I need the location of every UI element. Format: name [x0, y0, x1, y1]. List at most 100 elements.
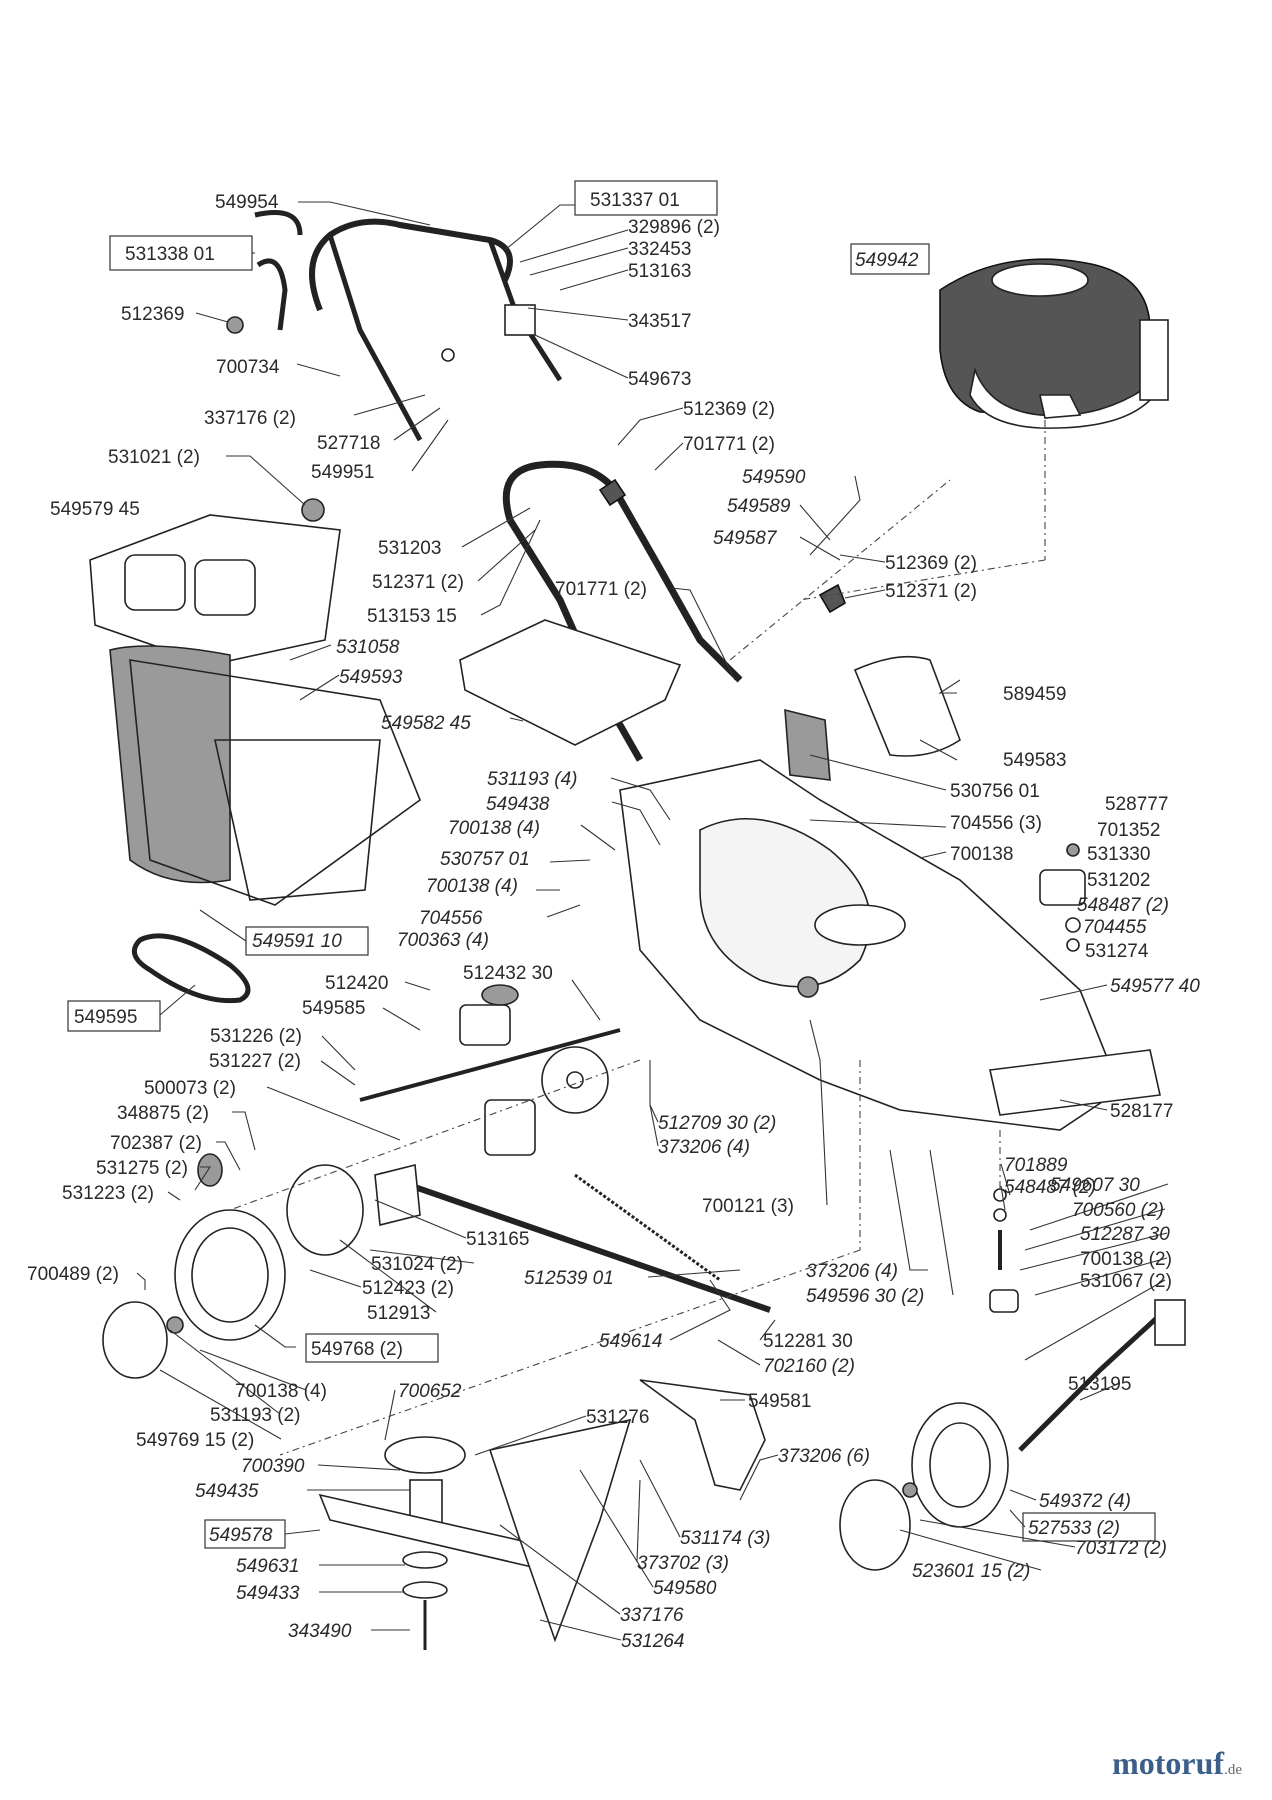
part-number-label: 701352 [1097, 820, 1160, 841]
part-number-label: 531264 [621, 1631, 684, 1652]
lower-handle-part [301, 460, 846, 762]
part-number-label: 549435 [195, 1481, 259, 1502]
part-number-label: 549593 [339, 667, 403, 688]
part-number-label: 530756 01 [950, 781, 1040, 802]
part-number-label: 513195 [1068, 1374, 1131, 1395]
part-labels: 549954 531337 01 329896 (2) 332453 53133… [27, 190, 1200, 1652]
assembly-lines [229, 420, 1046, 1456]
part-number-label: 343490 [288, 1621, 352, 1642]
part-number-label: 549580 [653, 1578, 717, 1599]
part-number-label: 337176 (2) [204, 408, 296, 429]
part-number-label: 500073 (2) [144, 1078, 236, 1099]
part-number-label: 512420 [325, 973, 388, 994]
part-number-label: 700652 [398, 1381, 462, 1402]
part-number-label: 549578 [209, 1525, 273, 1546]
label-boxes [67, 180, 1156, 1549]
part-number-label: 549942 [855, 250, 919, 271]
part-number-label: 373206 (4) [658, 1137, 750, 1158]
part-number-label: 531024 (2) [371, 1254, 463, 1275]
part-number-label: 700560 (2) [1072, 1200, 1164, 1221]
watermark-suffix: .de [1224, 1762, 1242, 1778]
part-number-label: 704556 [419, 908, 483, 929]
rear-wheel-part [102, 1153, 364, 1379]
part-number-label: 548487 (2) [1004, 1177, 1096, 1198]
part-number-label: 523601 15 (2) [912, 1561, 1030, 1582]
part-number-label: 531021 (2) [108, 447, 200, 468]
part-number-label: 513153 15 [367, 606, 457, 627]
part-number-label: 337176 [620, 1605, 684, 1626]
part-number-label: 549607 30 [1050, 1175, 1140, 1196]
part-number-label: 512371 (2) [372, 572, 464, 593]
part-number-label: 700138 (2) [1080, 1249, 1172, 1270]
upper-handle-part [226, 210, 563, 442]
part-number-label: 549583 [1003, 750, 1066, 771]
part-number-label: 701771 (2) [683, 434, 775, 455]
part-number-label: 549579 45 [50, 499, 140, 520]
part-number-label: 549587 [713, 528, 778, 549]
part-number-label: 531067 (2) [1080, 1271, 1172, 1292]
part-number-label: 549768 (2) [311, 1339, 403, 1360]
height-adjuster-part [1039, 843, 1086, 952]
part-number-label: 704556 (3) [950, 813, 1042, 834]
part-number-label: 549590 [742, 467, 806, 488]
catcher-lid-part [89, 514, 341, 666]
part-number-label: 531193 (4) [487, 769, 578, 790]
part-number-label: 700363 (4) [397, 930, 489, 951]
blade-assembly-part [318, 1436, 547, 1650]
part-number-label: 548487 (2) [1077, 895, 1169, 916]
part-number-label: 704455 [1083, 917, 1147, 938]
part-number-label: 531193 (2) [210, 1405, 301, 1426]
part-number-label: 701771 (2) [555, 579, 647, 600]
part-number-label: 531276 [586, 1407, 649, 1428]
part-number-label: 700390 [241, 1456, 305, 1477]
part-number-label: 549577 40 [1110, 976, 1200, 997]
part-number-label: 531338 01 [125, 244, 215, 265]
part-number-label: 549951 [311, 462, 374, 483]
engine-cover-part [784, 655, 961, 781]
part-number-label: 531330 [1087, 844, 1150, 865]
part-number-label: 549595 [74, 1007, 137, 1028]
part-number-label: 512281 30 [763, 1331, 853, 1352]
part-number-label: 512432 30 [463, 963, 553, 984]
part-number-label: 531337 01 [590, 190, 680, 211]
part-number-label: 530757 01 [440, 849, 530, 870]
part-number-label: 700138 (4) [235, 1381, 327, 1402]
part-number-label: 531226 (2) [210, 1026, 302, 1047]
part-number-label: 549372 (4) [1039, 1491, 1131, 1512]
deck-part [619, 759, 1161, 1131]
part-number-label: 700138 [950, 844, 1013, 865]
part-number-label: 700138 (4) [448, 818, 540, 839]
leader-lines [136, 201, 1169, 1641]
part-number-label: 531174 (3) [680, 1528, 771, 1549]
drive-belt-part [131, 933, 251, 1004]
deflector-part [459, 619, 682, 746]
part-number-label: 512369 (2) [885, 553, 977, 574]
part-number-label: 527533 (2) [1028, 1518, 1120, 1539]
front-wheel-part [839, 1299, 1186, 1571]
part-number-label: 531274 [1085, 941, 1149, 962]
part-number-label: 549589 [727, 496, 791, 517]
rear-axle-part [374, 1099, 771, 1313]
part-number-label: 549585 [302, 998, 365, 1019]
part-number-label: 512371 (2) [885, 581, 977, 602]
part-number-label: 343517 [628, 311, 691, 332]
part-number-label: 512539 01 [524, 1268, 614, 1289]
part-number-label: 549582 45 [381, 713, 471, 734]
part-number-label: 531223 (2) [62, 1183, 154, 1204]
part-number-label: 512423 (2) [362, 1278, 454, 1299]
part-number-label: 332453 [628, 239, 691, 260]
part-number-label: 549673 [628, 369, 691, 390]
engine-part [939, 258, 1169, 429]
front-pins-part [989, 1188, 1019, 1313]
part-number-label: 512287 30 [1080, 1224, 1170, 1245]
part-number-label: 373702 (3) [637, 1553, 729, 1574]
watermark-text: motoruf [1112, 1745, 1225, 1781]
part-number-label: 703172 (2) [1075, 1538, 1167, 1559]
part-number-label: 513165 [466, 1229, 529, 1250]
part-number-label: 329896 (2) [628, 217, 720, 238]
part-number-label: 528177 [1110, 1101, 1173, 1122]
part-number-label: 527718 [317, 433, 380, 454]
part-number-label: 348875 (2) [117, 1103, 209, 1124]
part-number-label: 531202 [1087, 870, 1150, 891]
